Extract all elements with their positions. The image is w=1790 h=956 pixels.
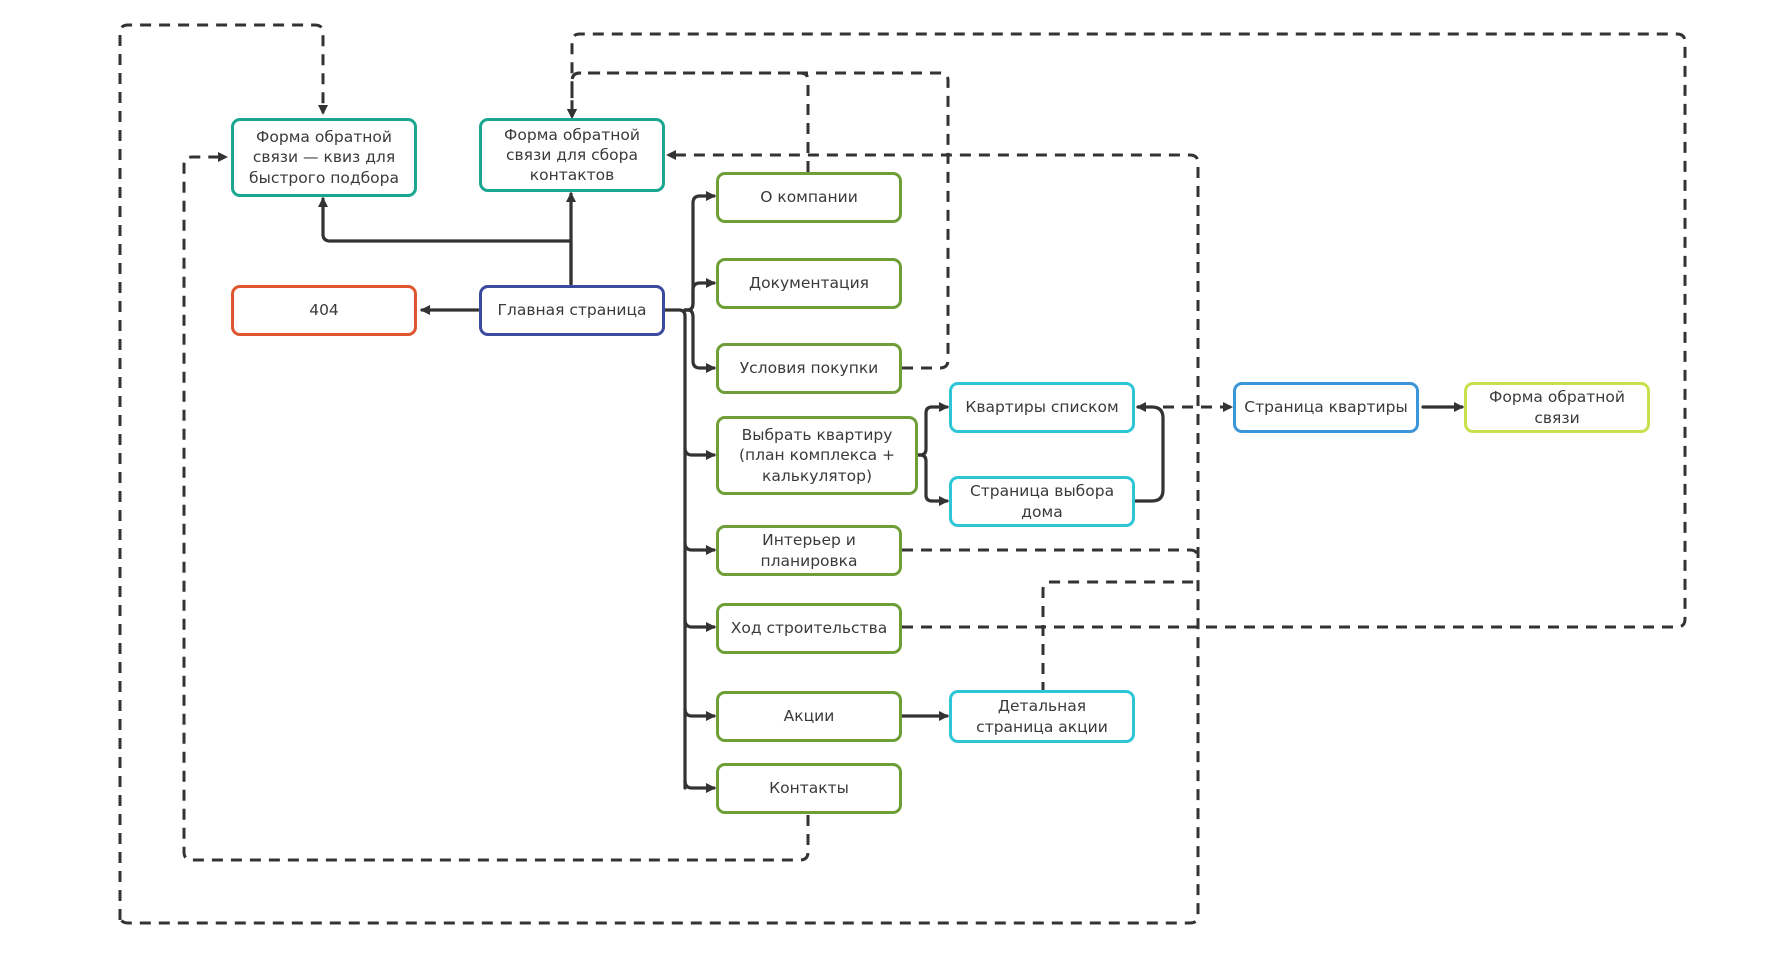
edge-choose-to-house-select — [900, 453, 949, 506]
edge-home-to-about — [683, 191, 716, 312]
edge-home-to-quiz — [318, 197, 573, 286]
edge-home-to-contacts — [683, 779, 716, 793]
node-contacts[interactable]: Контакты — [716, 763, 902, 814]
edge-home-to-promo — [683, 707, 716, 721]
edge-home-to-choose — [683, 446, 716, 460]
node-flats-list[interactable]: Квартиры списком — [949, 382, 1135, 433]
node-construction-progress[interactable]: Ход строительства — [716, 603, 902, 654]
edge-house-to-flats-list — [1131, 402, 1165, 503]
edge-loop-to-contacts-form — [666, 150, 1200, 558]
node-quiz-form[interactable]: Форма обратной связи — квиз для быстрого… — [231, 118, 417, 197]
node-home[interactable]: Главная страница — [479, 285, 665, 336]
edge-home-to-progress — [683, 618, 716, 632]
node-feedback-form[interactable]: Форма обратной связи — [1464, 382, 1650, 433]
edge-interior-to-contacts-form — [118, 548, 1200, 925]
node-docs[interactable]: Документация — [716, 258, 902, 309]
edge-progress-to-contacts-form — [567, 32, 1687, 629]
edge-terms-to-contacts-form — [567, 71, 950, 370]
node-contacts-form[interactable]: Форма обратной связи для сбора контактов — [479, 118, 665, 192]
node-promo-detail[interactable]: Детальная страница акции — [949, 690, 1135, 743]
edge-loop-to-quiz-top — [118, 23, 328, 920]
node-interior[interactable]: Интерьер и планировка — [716, 525, 902, 576]
node-404[interactable]: 404 — [231, 285, 417, 336]
node-promo[interactable]: Акции — [716, 691, 902, 742]
edge-promo-detail-to-loop — [1041, 580, 1198, 693]
edge-contacts-to-quiz — [182, 152, 810, 862]
node-flat-page[interactable]: Страница квартиры — [1233, 382, 1419, 433]
node-terms[interactable]: Условия покупки — [716, 343, 902, 394]
node-choose-flat[interactable]: Выбрать квартиру (план комплекса + кальк… — [716, 416, 918, 495]
edge-home-trunk — [663, 308, 687, 790]
node-about[interactable]: О компании — [716, 172, 902, 223]
edge-home-to-docs — [683, 278, 716, 312]
node-house-select[interactable]: Страница выбора дома — [949, 476, 1135, 527]
edge-home-to-interior — [683, 541, 716, 555]
edge-home-to-terms — [683, 308, 716, 373]
